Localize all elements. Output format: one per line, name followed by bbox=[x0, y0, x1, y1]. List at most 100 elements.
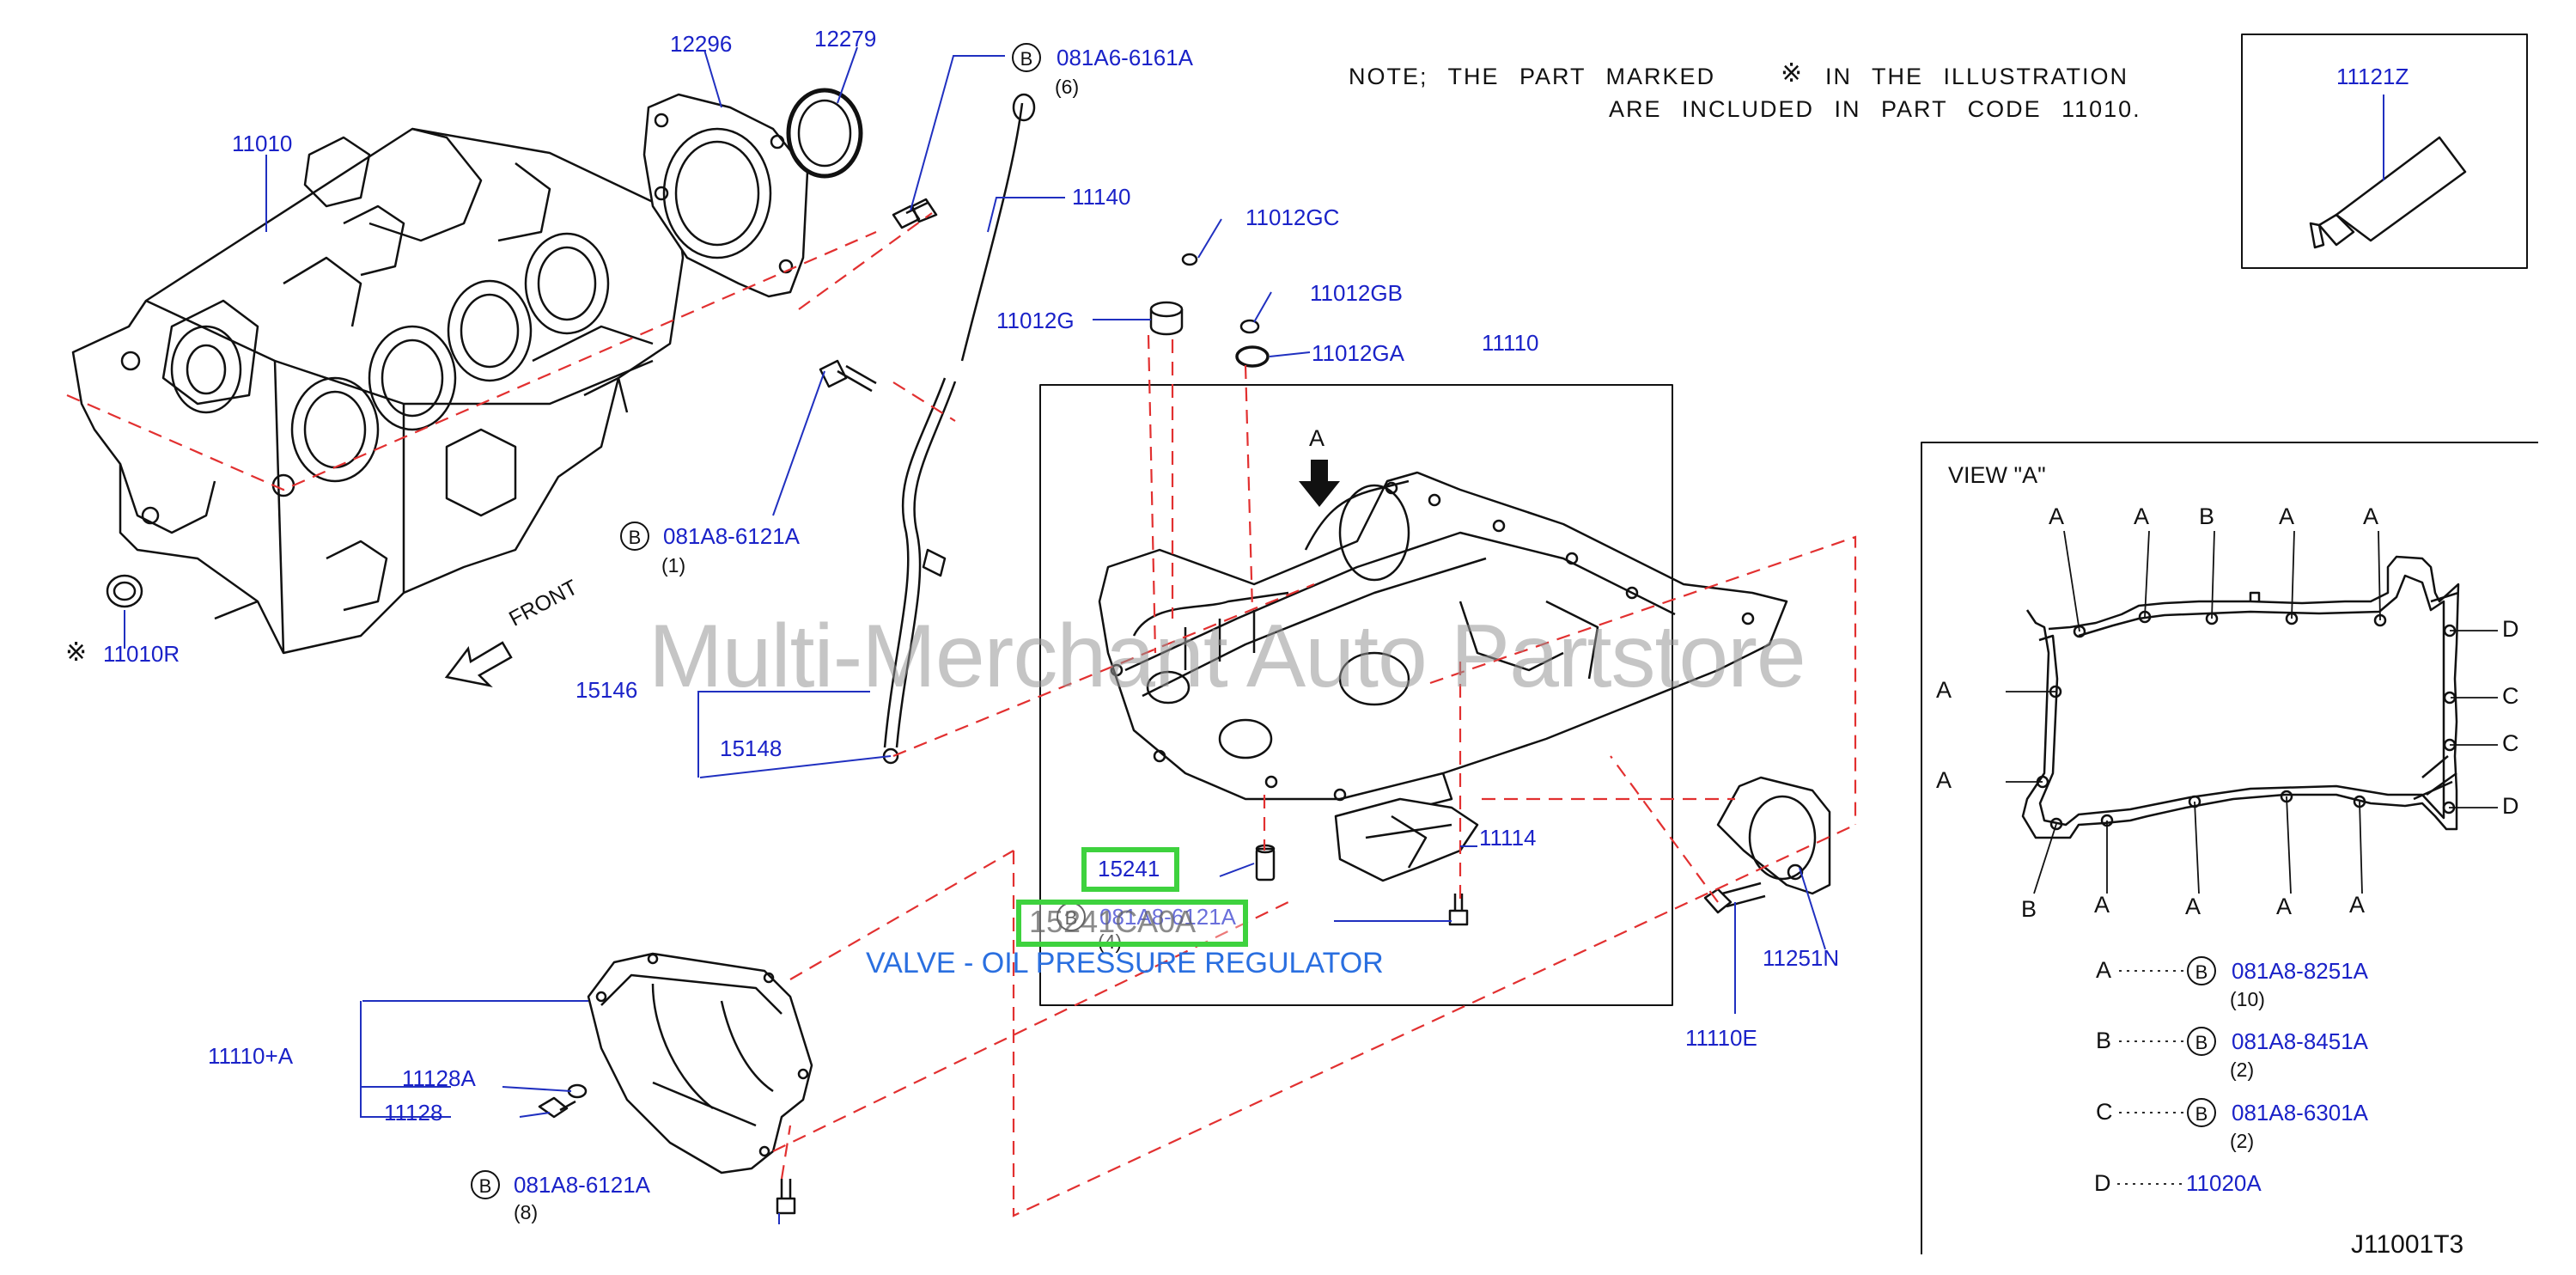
oil-seal-drawing bbox=[786, 88, 863, 179]
label-11114[interactable]: 11114 bbox=[1479, 825, 1537, 851]
label-11110A[interactable]: 11110+A bbox=[208, 1043, 294, 1069]
rear-plate-drawing bbox=[642, 93, 809, 298]
view-a-right-4: D bbox=[2502, 793, 2519, 819]
legend-qty-c: (2) bbox=[2230, 1130, 2255, 1152]
view-a-right-3: C bbox=[2502, 730, 2519, 756]
qty-1: (1) bbox=[661, 554, 686, 576]
sealant-tube-drawing bbox=[2309, 136, 2467, 249]
bolt-mark-8: B bbox=[471, 1170, 500, 1199]
bolt-mark-6161: B bbox=[1012, 43, 1041, 72]
qty-8: (8) bbox=[514, 1201, 539, 1223]
dipstick-drawing bbox=[960, 102, 1024, 362]
label-081A8-6121A-1[interactable]: 081A8-6121A bbox=[663, 523, 801, 549]
upper-oil-pan-drawing bbox=[1098, 471, 1788, 809]
label-11012GC[interactable]: 11012GC bbox=[1245, 204, 1340, 230]
bolt-drawing-top bbox=[892, 198, 938, 229]
label-11251N[interactable]: 11251N bbox=[1763, 945, 1840, 971]
mark-symbol-note: ※ bbox=[1781, 58, 1803, 88]
legend-dots bbox=[2117, 970, 2186, 1185]
note-line-1b: IN THE ILLUSTRATION bbox=[1825, 64, 2129, 89]
note-line-1a: NOTE; THE PART MARKED bbox=[1349, 64, 1716, 89]
view-a-frame bbox=[1921, 442, 2538, 1254]
label-12279[interactable]: 12279 bbox=[814, 26, 877, 52]
oil-plugs-drawing bbox=[1149, 253, 1270, 368]
view-a-title: VIEW "A" bbox=[1948, 462, 2046, 488]
bolt-drawing-4 bbox=[1448, 894, 1469, 926]
baffle-drawing bbox=[1334, 797, 1479, 882]
plug-drawing bbox=[106, 574, 143, 608]
legend-key-c: C bbox=[2096, 1099, 2113, 1125]
label-081A8-6121A-8[interactable]: 081A8-6121A bbox=[514, 1172, 651, 1198]
label-15148[interactable]: 15148 bbox=[720, 735, 783, 761]
bolt-drawing-11110E bbox=[1703, 882, 1766, 914]
rear-cover-drawing bbox=[1716, 776, 1831, 895]
mark-symbol-11010R: ※ bbox=[65, 638, 88, 668]
label-11012GA[interactable]: 11012GA bbox=[1312, 340, 1404, 366]
legend-part-b[interactable]: 081A8-8451A bbox=[2232, 1028, 2369, 1054]
view-a-bottom-3: A bbox=[2185, 894, 2201, 919]
view-a-bottom-2: A bbox=[2094, 892, 2110, 918]
highlighted-part-number[interactable]: 15241CA0A bbox=[1029, 904, 1197, 939]
view-a-left-1: A bbox=[1936, 677, 1952, 703]
legend-part-d[interactable]: 11020A bbox=[2186, 1170, 2262, 1196]
legend-part-a[interactable]: 081A8-8251A bbox=[2232, 958, 2369, 984]
view-a-top-2: A bbox=[2134, 503, 2150, 529]
view-a-arrow bbox=[1299, 460, 1340, 507]
bolt-drawing-8 bbox=[776, 1179, 796, 1215]
highlight-part-number bbox=[1016, 900, 1248, 947]
view-a-gasket-drawing bbox=[2021, 555, 2460, 839]
view-a-bottom-1: B bbox=[2021, 896, 2037, 922]
legend-part-c[interactable]: 081A8-6301A bbox=[2232, 1100, 2369, 1126]
legend-bolt-a: B bbox=[2187, 956, 2216, 985]
label-081A6-6161A[interactable]: 081A6-6161A bbox=[1057, 45, 1194, 70]
watermark: Multi-Merchant Auto Partstore bbox=[649, 607, 1806, 706]
highlighted-part-description: VALVE - OIL PRESSURE REGULATOR bbox=[866, 947, 1384, 979]
label-11010R[interactable]: 11010R bbox=[103, 641, 180, 667]
upper-pan-frame bbox=[1039, 384, 1673, 1006]
view-a-leaders bbox=[2006, 530, 2498, 894]
bolt-drawing-mid bbox=[819, 359, 877, 393]
engine-block-drawing bbox=[71, 127, 685, 655]
label-11121Z[interactable]: 11121Z bbox=[2336, 64, 2409, 89]
label-12296[interactable]: 12296 bbox=[670, 31, 733, 57]
arrow-a-label: A bbox=[1309, 425, 1325, 451]
label-15146[interactable]: 15146 bbox=[575, 677, 638, 703]
view-a-bottom-5: A bbox=[2349, 892, 2366, 918]
legend-qty-b: (2) bbox=[2230, 1058, 2255, 1081]
label-11140[interactable]: 11140 bbox=[1072, 184, 1131, 210]
label-11010[interactable]: 11010 bbox=[232, 131, 293, 156]
view-a-top-4: A bbox=[2279, 503, 2295, 529]
label-11012GB[interactable]: 11012GB bbox=[1310, 280, 1403, 306]
qty-6: (6) bbox=[1055, 76, 1080, 98]
label-11128[interactable]: 11128 bbox=[384, 1100, 443, 1126]
view-a-left-2: A bbox=[1936, 767, 1952, 793]
view-a-top-1: A bbox=[2049, 503, 2065, 529]
view-a-right-1: D bbox=[2502, 616, 2519, 642]
sealant-box bbox=[2241, 34, 2528, 269]
label-11128A[interactable]: 11128A bbox=[402, 1065, 476, 1091]
lower-oil-pan-drawing bbox=[587, 952, 813, 1174]
label-081A8-6121A-4[interactable]: 081A8-6121A bbox=[1099, 904, 1237, 930]
view-a-top-3: B bbox=[2199, 503, 2215, 529]
label-15241[interactable]: 15241 bbox=[1098, 856, 1160, 882]
diagram-code: J11001T3 bbox=[2351, 1230, 2464, 1259]
leader-lines bbox=[124, 46, 2384, 1224]
label-11110[interactable]: 11110 bbox=[1482, 330, 1539, 356]
legend-key-d: D bbox=[2094, 1170, 2111, 1196]
view-a-right-2: C bbox=[2502, 683, 2519, 709]
highlight-15241 bbox=[1081, 847, 1179, 892]
legend-bolt-b: B bbox=[2187, 1027, 2216, 1056]
view-a-top-5: A bbox=[2363, 503, 2379, 529]
legend-key-a: A bbox=[2096, 957, 2112, 983]
label-11110E[interactable]: 11110E bbox=[1685, 1025, 1757, 1051]
legend-key-b: B bbox=[2096, 1028, 2112, 1053]
view-a-bottom-4: A bbox=[2276, 894, 2293, 919]
legend-qty-a: (10) bbox=[2230, 988, 2265, 1010]
legend-bolt-c: B bbox=[2187, 1098, 2216, 1127]
bolt-mark-1: B bbox=[620, 522, 649, 551]
label-11012G[interactable]: 11012G bbox=[996, 308, 1075, 333]
front-arrow bbox=[444, 641, 513, 688]
note-line-2: ARE INCLUDED IN PART CODE 11010. bbox=[1609, 96, 2141, 122]
